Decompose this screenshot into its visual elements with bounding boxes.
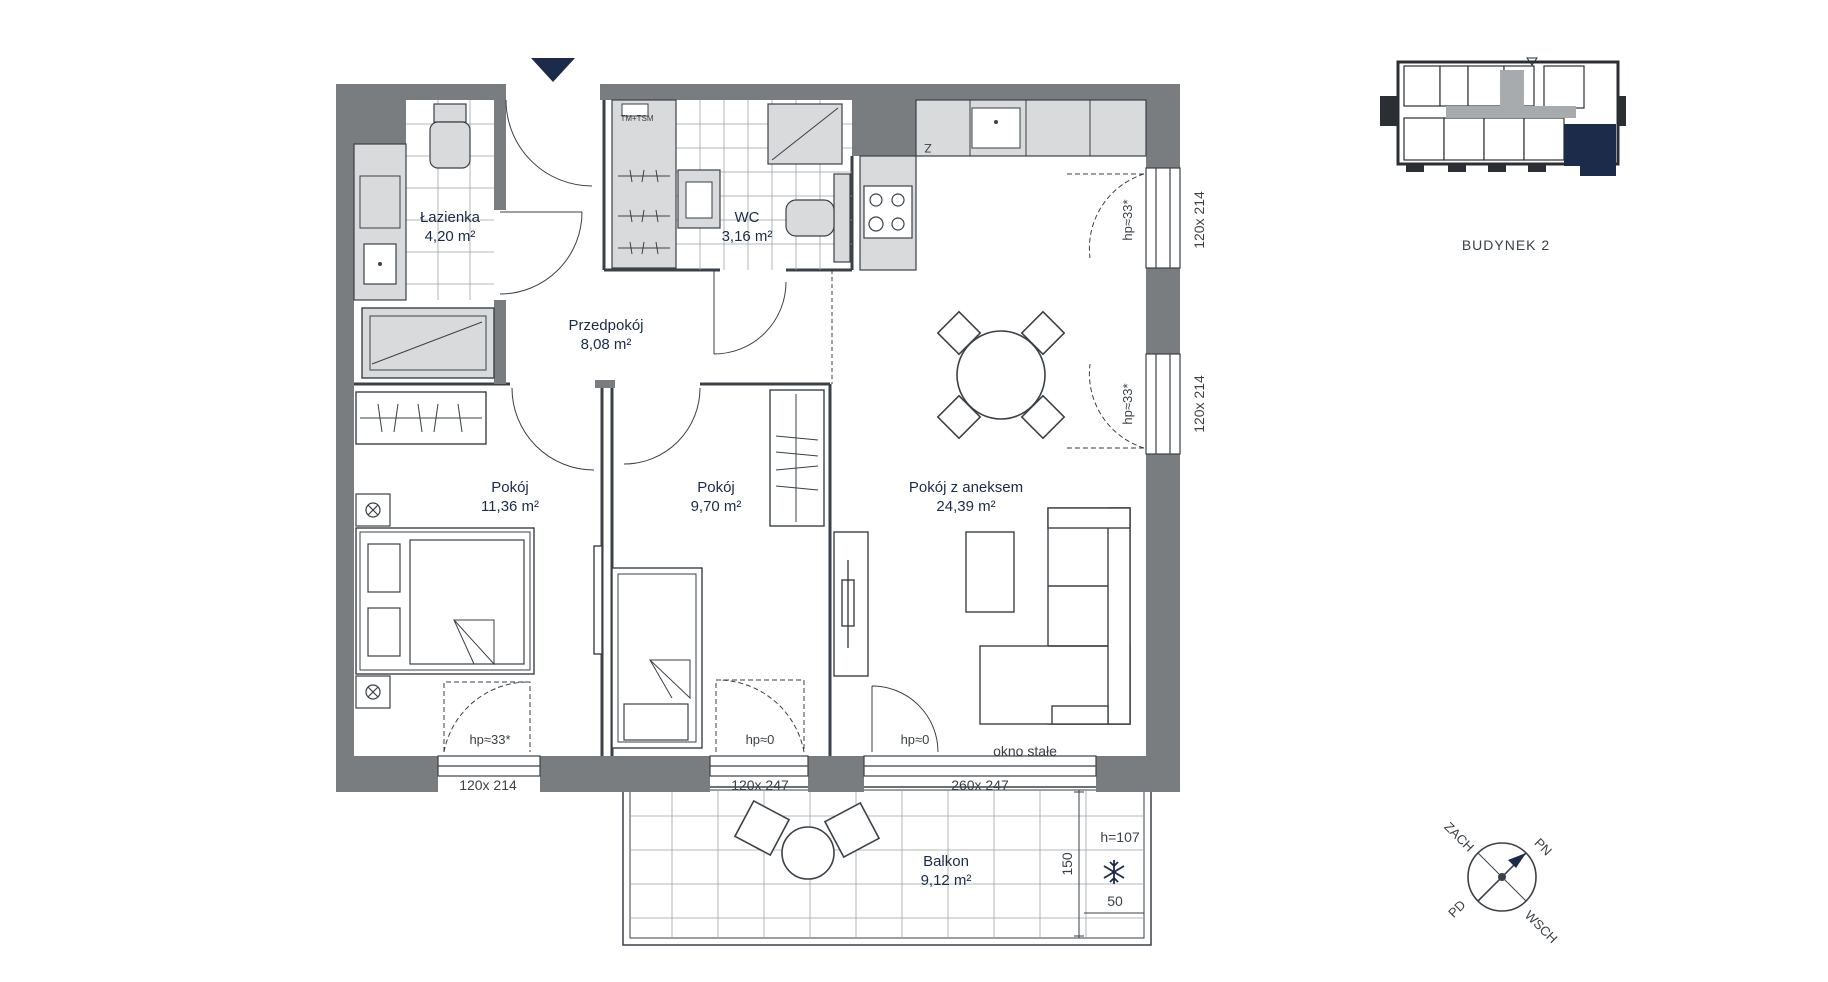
- room-name-bathroom: Łazienka: [420, 209, 481, 226]
- toilet-icon: [429, 103, 471, 169]
- bathroom-tiles: [406, 100, 494, 300]
- radiator-icon: [355, 493, 391, 527]
- windows: [437, 167, 1181, 777]
- door-panel: [593, 545, 603, 655]
- key-plan-highlight: [1564, 124, 1616, 166]
- sill-height-east-bottom: hp≈33*: [1120, 383, 1135, 424]
- window-swings: [443, 173, 1145, 753]
- wall-stub: [494, 300, 506, 384]
- sill-height-room-middle: hp≈0: [746, 732, 775, 747]
- room-name-bedroom-2: Pokój: [697, 479, 735, 496]
- bathtub-icon: [361, 307, 495, 379]
- compass-south-west: PD: [1445, 897, 1468, 920]
- cooktop-icon: [863, 185, 913, 239]
- compass-north-west: ZACH: [1441, 819, 1477, 855]
- window-dim-south-left: 120x 214: [459, 777, 517, 793]
- bedroom-2-furniture: [593, 389, 825, 749]
- window-dim-east-top: 120x 214: [1191, 191, 1207, 249]
- balcony-table-set: [733, 799, 881, 880]
- living-furniture: [833, 507, 1131, 725]
- wall-pillar: [595, 380, 615, 388]
- corner-sofa: [979, 507, 1131, 725]
- railing-height: h=107: [1100, 829, 1140, 845]
- key-plan-label: BUDYNEK 2: [1462, 237, 1550, 253]
- fridge-mark: Z: [924, 141, 931, 155]
- kitchen: [831, 99, 1147, 384]
- sill-height-room-left: hp≈33*: [469, 732, 510, 747]
- room-name-bedroom-1: Pokój: [491, 479, 529, 496]
- balcony-dim-horizontal: 50: [1107, 893, 1123, 909]
- key-plan: [1380, 57, 1626, 176]
- fixed-window-note: okno stałe: [993, 743, 1057, 759]
- balcony-dim-vertical: 150: [1059, 852, 1075, 876]
- sill-height-living: hp≈0: [901, 732, 930, 747]
- dining-table-set: [936, 310, 1066, 440]
- washer-dryer-note: TM+TSM: [620, 114, 653, 123]
- compass-north-east: PN: [1531, 835, 1554, 858]
- balcony-dimensions: [1074, 790, 1144, 938]
- bedroom-1-furniture: [355, 391, 535, 709]
- toilet-icon: [785, 173, 851, 263]
- coffee-table: [965, 531, 1015, 613]
- doors: [499, 99, 787, 471]
- room-area-balcony: 9,12 m²: [921, 872, 972, 889]
- room-area-wc: 3,16 m²: [722, 228, 773, 245]
- triangle-down-icon: [531, 58, 575, 82]
- kitchen-sink-icon: [971, 107, 1021, 149]
- compass-icon: [1467, 842, 1537, 912]
- window-dim-east-bottom: 120x 214: [1191, 375, 1207, 433]
- room-area-hallway: 8,08 m²: [581, 336, 632, 353]
- room-area-bedroom-2: 9,70 m²: [691, 498, 742, 515]
- window-dim-south-middle: 120x 247: [731, 777, 789, 793]
- sill-height-east-top: hp≈33*: [1120, 199, 1135, 240]
- wc: [611, 99, 852, 270]
- balcony: [622, 786, 1152, 946]
- snowflake-icon: [1103, 860, 1125, 884]
- room-area-living: 24,39 m²: [936, 498, 995, 515]
- window-swing-solid: [871, 685, 939, 753]
- window-dim-south-right: 260x 247: [951, 777, 1009, 793]
- room-name-balcony: Balkon: [923, 853, 969, 870]
- bathroom: [353, 100, 495, 379]
- room-area-bedroom-1: 11,36 m²: [481, 498, 539, 515]
- room-name-hallway: Przedpokój: [568, 317, 643, 334]
- room-name-living: Pokój z aneksem: [909, 479, 1023, 496]
- wardrobe-hangers: [618, 169, 670, 255]
- wardrobe: [769, 389, 825, 527]
- radiator-icon: [355, 675, 391, 709]
- room-area-bathroom: 4,20 m²: [425, 228, 476, 245]
- wall-stub: [494, 100, 506, 210]
- compass-south-east: WSCH: [1522, 907, 1561, 946]
- room-name-wc: WC: [735, 209, 760, 226]
